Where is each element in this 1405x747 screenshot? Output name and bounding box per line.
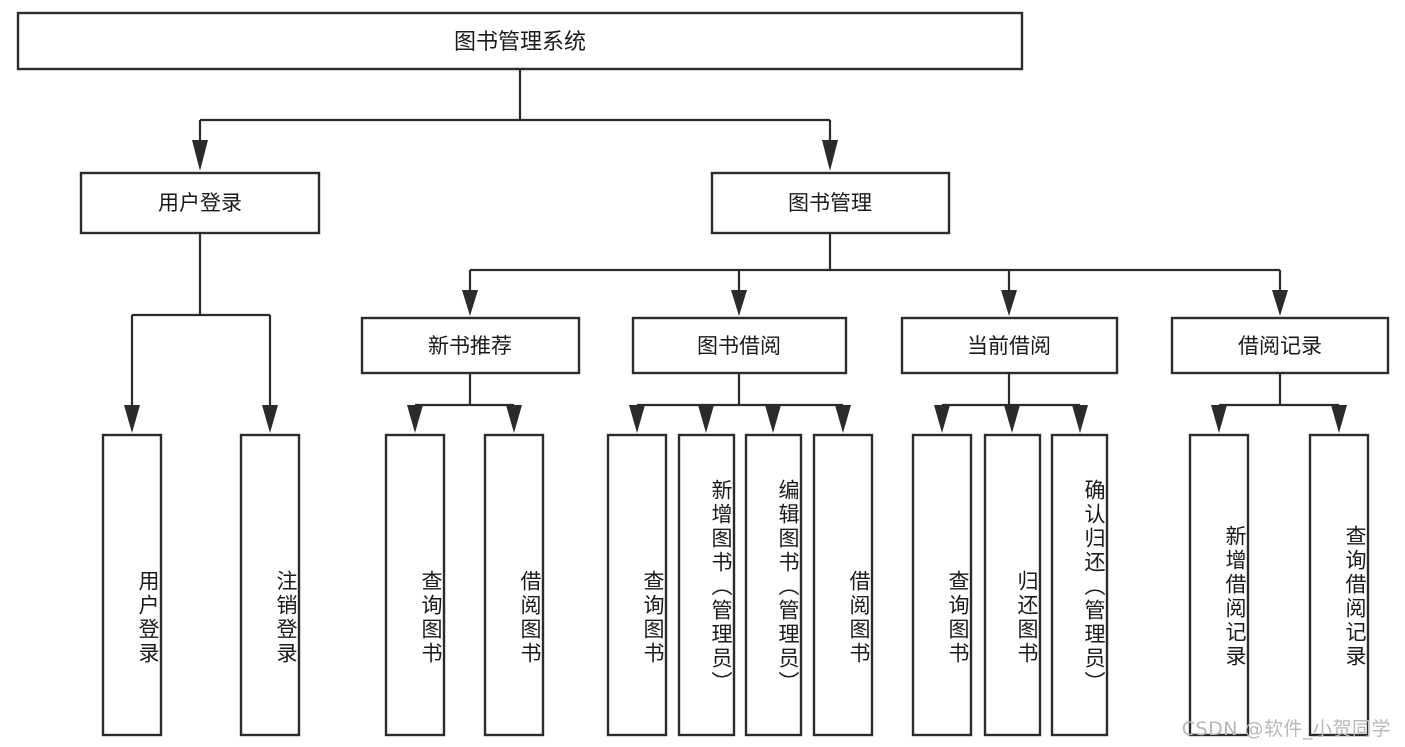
leaf-box-layer: [101, 433, 1370, 737]
arrow-head-leaf-borrow-book-1: [506, 405, 522, 433]
node-new-book-recommend-box[interactable]: [360, 316, 581, 375]
node-user-login[interactable]: 用户登录: [79, 171, 321, 235]
arrow-head-borrow-record: [1272, 290, 1288, 316]
node-book-management-box[interactable]: [710, 171, 951, 235]
arrow-head-leaf-borrow-book-2: [835, 405, 851, 433]
csdn-watermark: CSDN @软件_小贺同学: [1181, 718, 1391, 740]
arrow-head-leaf-user-login: [124, 405, 140, 433]
leaf-box-edit-book[interactable]: [744, 433, 803, 737]
node-borrowing-record-label: 借阅记录: [1238, 334, 1322, 358]
leaf-box-logout[interactable]: [239, 433, 301, 737]
leaf-box-add-record[interactable]: [1188, 433, 1250, 737]
leaf-box-query-record[interactable]: [1308, 433, 1370, 737]
leaf-box-confirm-return[interactable]: [1050, 433, 1109, 737]
node-root-label: 图书管理系统: [454, 30, 586, 55]
node-book-management[interactable]: 图书管理: [710, 171, 951, 235]
node-current-borrowing[interactable]: 当前借阅: [900, 316, 1119, 375]
leaf-box-query-book-1[interactable]: [384, 433, 446, 737]
node-book-borrowing-label: 图书借阅: [697, 334, 781, 358]
leaf-box-query-book-2[interactable]: [606, 433, 668, 737]
leaf-box-borrow-book-1[interactable]: [483, 433, 545, 737]
arrow-head-leaf-logout: [262, 405, 278, 433]
arrow-head-leaf-return-book: [1004, 405, 1020, 433]
node-book-borrowing-box[interactable]: [631, 316, 848, 375]
node-new-book-recommend-label: 新书推荐: [428, 334, 512, 358]
arrow-head-leaf-add-record: [1211, 405, 1227, 433]
node-borrowing-record[interactable]: 借阅记录: [1170, 316, 1390, 375]
connector-layer: [124, 69, 1347, 433]
arrow-head-current-borrow: [1001, 290, 1017, 316]
leaf-box-add-book[interactable]: [677, 433, 736, 737]
leaf-box-user-login[interactable]: [101, 433, 163, 737]
leaf-box-query-book-3[interactable]: [911, 433, 973, 737]
arrow-head-leaf-add-book: [698, 405, 714, 433]
leaf-box-return-book[interactable]: [983, 433, 1042, 737]
node-root[interactable]: 图书管理系统: [16, 11, 1024, 71]
arrow-head-leaf-query-book-2: [629, 405, 645, 433]
node-current-borrowing-label: 当前借阅: [967, 334, 1051, 358]
node-user-login-label: 用户登录: [158, 191, 242, 215]
node-book-management-label: 图书管理: [788, 191, 872, 215]
arrow-head-leaf-query-book-3: [934, 405, 950, 433]
arrow-head-new-book-rec: [462, 290, 478, 316]
arrow-head-book-mgmt: [822, 140, 838, 171]
arrow-head-leaf-confirm-return: [1072, 405, 1088, 433]
arrow-head-user-login: [192, 140, 208, 171]
arrow-head-leaf-query-book-1: [407, 405, 423, 433]
node-new-book-recommend[interactable]: 新书推荐: [360, 316, 581, 375]
node-borrowing-record-box[interactable]: [1170, 316, 1390, 375]
arrow-head-leaf-edit-book: [765, 405, 781, 433]
arrow-head-leaf-query-record: [1331, 405, 1347, 433]
node-root-box[interactable]: [16, 11, 1024, 71]
arrow-head-book-borrow: [731, 290, 747, 316]
node-book-borrowing[interactable]: 图书借阅: [631, 316, 848, 375]
node-current-borrowing-box[interactable]: [900, 316, 1119, 375]
leaf-box-borrow-book-2[interactable]: [812, 433, 874, 737]
node-user-login-box[interactable]: [79, 171, 321, 235]
